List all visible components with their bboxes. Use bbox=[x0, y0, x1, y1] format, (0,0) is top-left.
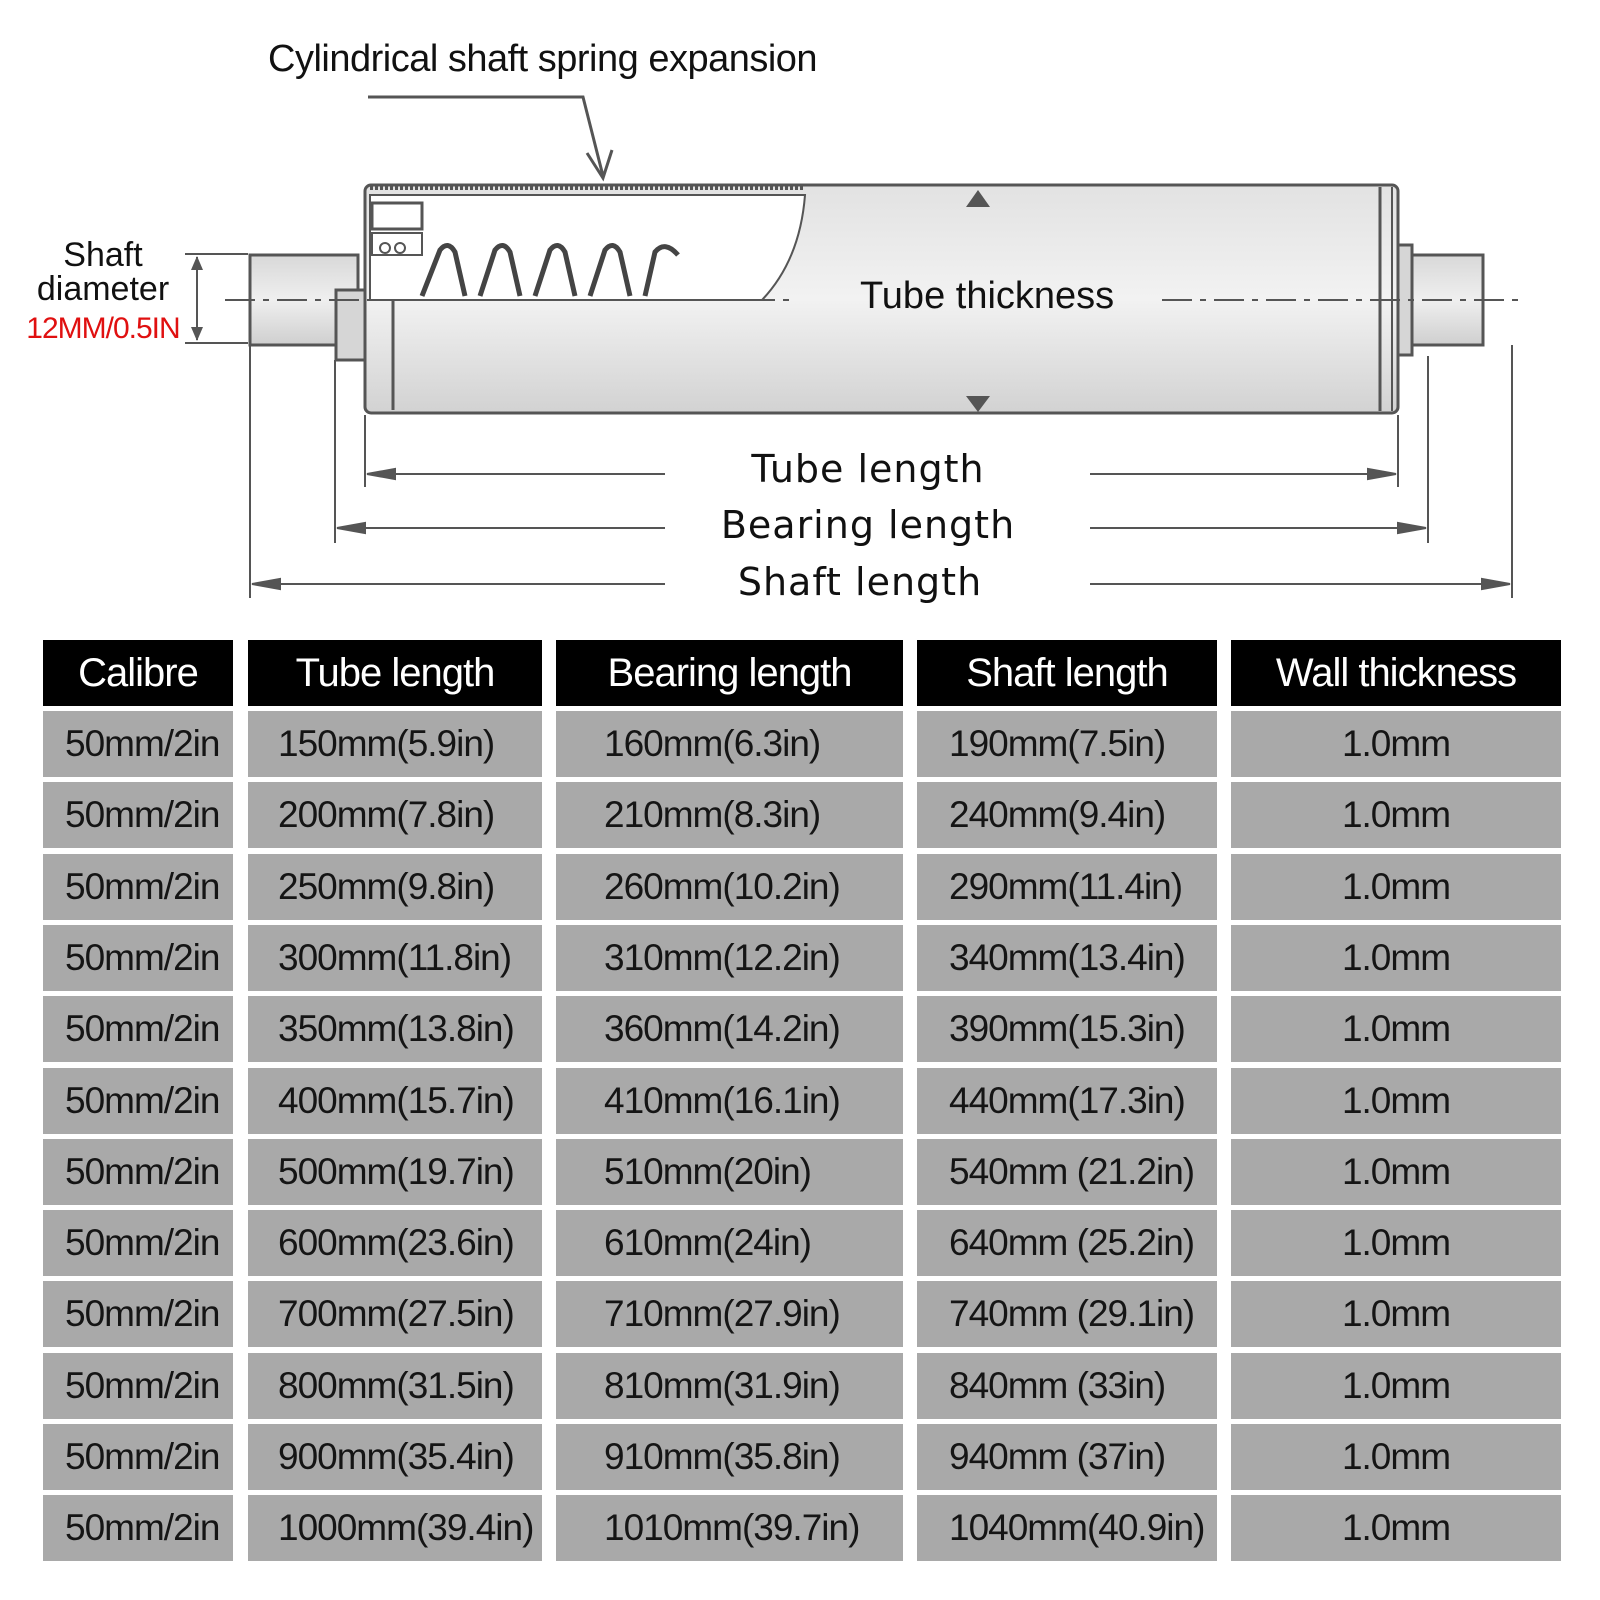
header-wall-thickness: Wall thickness bbox=[1231, 640, 1561, 706]
calibre-cell: 50mm/2in bbox=[43, 996, 233, 1063]
tube-length-cell: 800mm(31.5in) bbox=[248, 1352, 542, 1419]
tube-length-cell: 150mm(5.9in) bbox=[248, 711, 542, 777]
tube-length-cell: 250mm(9.8in) bbox=[248, 853, 542, 920]
shaft-length-label: Shaft length bbox=[737, 560, 983, 604]
bearing-length-cell: 210mm(8.3in) bbox=[556, 782, 903, 849]
calibre-cell: 50mm/2in bbox=[43, 1281, 233, 1348]
tube-length-cell: 700mm(27.5in) bbox=[248, 1281, 542, 1348]
shaft-length-dimension bbox=[251, 577, 1511, 591]
shaft-length-cell: 1040mm(40.9in) bbox=[917, 1495, 1217, 1562]
tube-length-cell: 200mm(7.8in) bbox=[248, 782, 542, 849]
tube-length-dimension bbox=[366, 467, 1397, 481]
wall-thickness-cell: 1.0mm bbox=[1231, 996, 1561, 1063]
calibre-cell: 50mm/2in bbox=[43, 853, 233, 920]
shaft-length-cell: 240mm(9.4in) bbox=[917, 782, 1217, 849]
left-bearing bbox=[334, 288, 368, 362]
shaft-length-cell: 440mm(17.3in) bbox=[917, 1067, 1217, 1134]
calibre-cell: 50mm/2in bbox=[43, 1067, 233, 1134]
roller-drawing bbox=[185, 95, 1520, 598]
header-tube-length: Tube length bbox=[248, 640, 542, 706]
bearing-length-cell: 710mm(27.9in) bbox=[556, 1281, 903, 1348]
bearing-length-cell: 260mm(10.2in) bbox=[556, 853, 903, 920]
bearing-length-cell: 610mm(24in) bbox=[556, 1210, 903, 1277]
bearing-length-label: Bearing length bbox=[720, 503, 1016, 547]
bearing-length-cell: 910mm(35.8in) bbox=[556, 1424, 903, 1490]
calibre-cell: 50mm/2in bbox=[43, 1138, 233, 1205]
tube-length-cell: 350mm(13.8in) bbox=[248, 996, 542, 1063]
bearing-length-cell: 510mm(20in) bbox=[556, 1138, 903, 1205]
roller-diagram: Cylindrical shaft spring expansion Shaft… bbox=[0, 0, 1600, 620]
calibre-cell: 50mm/2in bbox=[43, 1210, 233, 1277]
shaft-length-cell: 940mm (37in) bbox=[917, 1424, 1217, 1490]
shaft-diameter-label: Shaft diameter bbox=[36, 236, 170, 308]
calibre-cell: 50mm/2in bbox=[43, 924, 233, 991]
spring-coils bbox=[419, 243, 680, 297]
header-calibre: Calibre bbox=[43, 640, 233, 706]
shaft-length-cell: 640mm (25.2in) bbox=[917, 1210, 1217, 1277]
tube-length-cell: 600mm(23.6in) bbox=[248, 1210, 542, 1277]
shaft-length-cell: 190mm(7.5in) bbox=[917, 711, 1217, 777]
bearing-length-cell: 360mm(14.2in) bbox=[556, 996, 903, 1063]
shaft-diameter-value: 12MM/0.5IN bbox=[26, 312, 180, 345]
shaft-length-cell: 540mm (21.2in) bbox=[917, 1138, 1217, 1205]
tube-thickness-bottom-arrow bbox=[966, 396, 990, 412]
tube-thickness-label: Tube thickness bbox=[860, 275, 1115, 317]
tube-length-cell: 1000mm(39.4in) bbox=[248, 1495, 542, 1562]
shaft-length-cell: 290mm(11.4in) bbox=[917, 853, 1217, 920]
shaft-length-cell: 390mm(15.3in) bbox=[917, 996, 1217, 1063]
shaft-length-cell: 840mm (33in) bbox=[917, 1352, 1217, 1419]
tube-length-cell: 900mm(35.4in) bbox=[248, 1424, 542, 1490]
wall-thickness-cell: 1.0mm bbox=[1231, 1281, 1561, 1348]
calibre-cell: 50mm/2in bbox=[43, 1424, 233, 1490]
wall-thickness-cell: 1.0mm bbox=[1231, 1210, 1561, 1277]
calibre-cell: 50mm/2in bbox=[43, 711, 233, 777]
tube-length-cell: 400mm(15.7in) bbox=[248, 1067, 542, 1134]
cutaway bbox=[369, 194, 807, 301]
bearing-length-cell: 810mm(31.9in) bbox=[556, 1352, 903, 1419]
bearing-length-dimension bbox=[336, 521, 1427, 535]
wall-thickness-cell: 1.0mm bbox=[1231, 1352, 1561, 1419]
wall-thickness-cell: 1.0mm bbox=[1231, 1495, 1561, 1562]
wall-thickness-cell: 1.0mm bbox=[1231, 782, 1561, 849]
spring-callout-arrow bbox=[368, 95, 605, 177]
wall-thickness-cell: 1.0mm bbox=[1231, 1067, 1561, 1134]
wall-thickness-cell: 1.0mm bbox=[1231, 1424, 1561, 1490]
tube-length-cell: 300mm(11.8in) bbox=[248, 924, 542, 991]
shaft-length-cell: 340mm(13.4in) bbox=[917, 924, 1217, 991]
wall-thickness-cell: 1.0mm bbox=[1231, 924, 1561, 991]
tube-thickness-top-arrow bbox=[966, 190, 990, 207]
bearing-length-cell: 1010mm(39.7in) bbox=[556, 1495, 903, 1562]
calibre-cell: 50mm/2in bbox=[43, 1352, 233, 1419]
header-shaft-length: Shaft length bbox=[917, 640, 1217, 706]
bearing-length-cell: 160mm(6.3in) bbox=[556, 711, 903, 777]
calibre-cell: 50mm/2in bbox=[43, 1495, 233, 1562]
bearing-length-cell: 310mm(12.2in) bbox=[556, 924, 903, 991]
wall-thickness-cell: 1.0mm bbox=[1231, 1138, 1561, 1205]
header-bearing-length: Bearing length bbox=[556, 640, 903, 706]
bearing-length-cell: 410mm(16.1in) bbox=[556, 1067, 903, 1134]
shaft-length-cell: 740mm (29.1in) bbox=[917, 1281, 1217, 1348]
calibre-cell: 50mm/2in bbox=[43, 782, 233, 849]
tube-length-cell: 500mm(19.7in) bbox=[248, 1138, 542, 1205]
tube-length-label: Tube length bbox=[751, 447, 985, 491]
spring-expansion-label: Cylindrical shaft spring expansion bbox=[268, 38, 818, 80]
wall-thickness-cell: 1.0mm bbox=[1231, 711, 1561, 777]
wall-thickness-cell: 1.0mm bbox=[1231, 853, 1561, 920]
